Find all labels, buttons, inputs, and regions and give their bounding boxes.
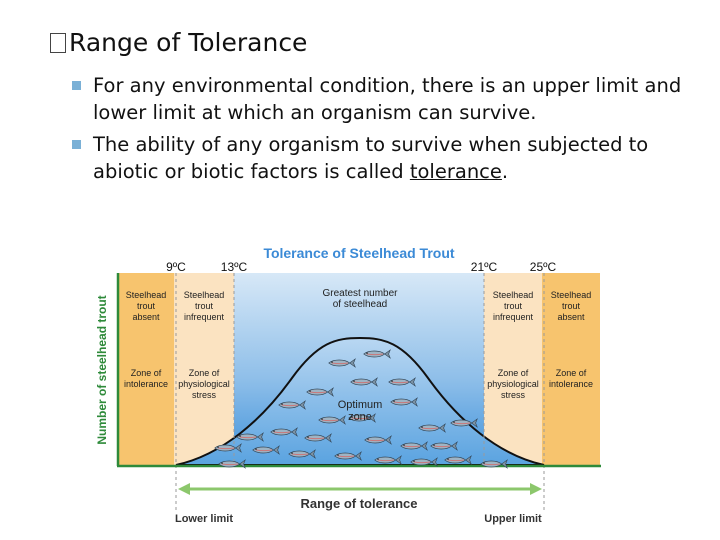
range-of-tolerance-label: Range of tolerance <box>300 496 417 511</box>
zone-label: Steelhead <box>493 290 534 300</box>
bullet-list: For any environmental condition, there i… <box>72 72 702 190</box>
bullet-text: The ability of any organism to survive w… <box>93 133 649 183</box>
temp-label: 13ºC <box>221 260 248 274</box>
zone-label: infrequent <box>184 312 225 322</box>
zone-label: absent <box>132 312 160 322</box>
right-stress-zone <box>484 273 542 465</box>
optimum-label: zone <box>348 411 372 423</box>
zone-label: stress <box>192 390 217 400</box>
missing-glyph-icon <box>50 33 66 53</box>
left-intolerance-zone <box>118 273 174 465</box>
zone-label: Zone of <box>189 368 220 378</box>
upper-limit-label: Upper limit <box>484 513 542 525</box>
range-arrow <box>178 483 542 495</box>
zone-label: Zone of <box>131 368 162 378</box>
zone-label: Steelhead <box>184 290 225 300</box>
zone-boundaries <box>175 273 545 510</box>
greatest-number-label: Greatest number <box>322 288 398 299</box>
zone-label: stress <box>501 390 526 400</box>
optimum-label: Optimum <box>338 399 383 411</box>
zone-label: Steelhead <box>126 290 167 300</box>
bullet-square-icon <box>72 140 81 149</box>
bullet-text-end: . <box>501 160 509 183</box>
slide-title: Range of Tolerance <box>50 28 307 57</box>
zone-label: Zone of <box>498 368 529 378</box>
bullet-item: The ability of any organism to survive w… <box>72 131 702 185</box>
diagram-title: Tolerance of Steelhead Trout <box>263 245 454 261</box>
right-intolerance-zone <box>542 273 600 465</box>
temp-label: 9ºC <box>166 260 186 274</box>
temp-label: 21ºC <box>471 260 498 274</box>
zone-label: Steelhead <box>551 290 592 300</box>
zone-label: trout <box>504 301 523 311</box>
tolerance-curve <box>175 336 545 466</box>
greatest-number-label: of steelhead <box>333 299 388 310</box>
zone-label: trout <box>137 301 156 311</box>
lower-limit-label: Lower limit <box>175 513 233 525</box>
zone-label: infrequent <box>493 312 534 322</box>
zone-label: trout <box>562 301 581 311</box>
zone-label: absent <box>557 312 585 322</box>
zone-label: Zone of <box>556 368 587 378</box>
bullet-item: For any environmental condition, there i… <box>72 72 702 126</box>
bullet-square-icon <box>72 81 81 90</box>
zone-label: intolerance <box>124 379 168 389</box>
tolerance-term[interactable]: tolerance <box>409 160 502 183</box>
slide-title-text: Range of Tolerance <box>69 28 308 57</box>
zone-label: physiological <box>178 379 230 389</box>
zone-label: intolerance <box>549 379 593 389</box>
y-axis-label: Number of steelhead trout <box>95 295 109 444</box>
temp-label: 25ºC <box>530 260 557 274</box>
left-stress-zone <box>174 273 234 465</box>
zone-label: trout <box>195 301 214 311</box>
bullet-text: For any environmental condition, there i… <box>93 74 682 124</box>
zone-label: physiological <box>487 379 539 389</box>
